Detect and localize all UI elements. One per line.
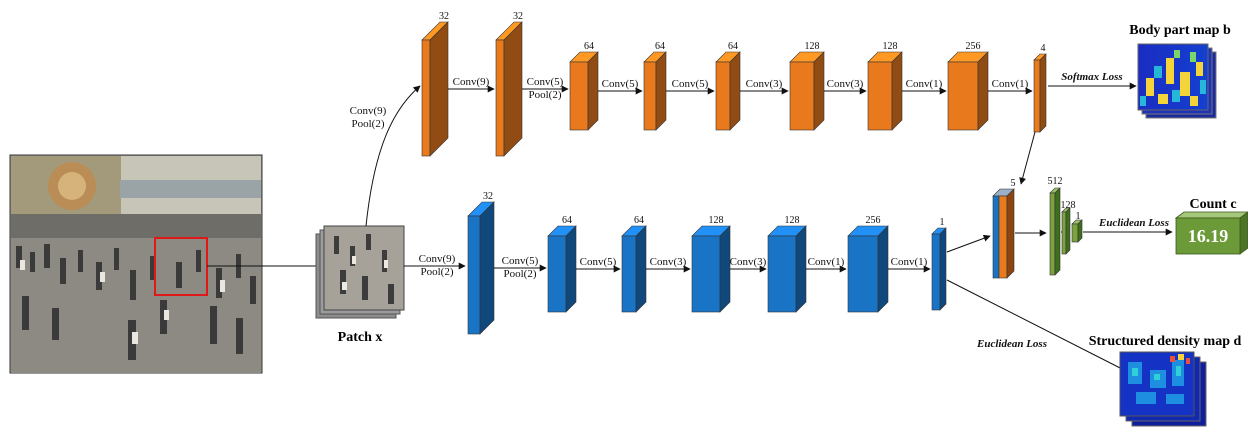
top-op-label-1-1: Conv(9) (453, 76, 490, 88)
top-layer-6 (789, 51, 825, 131)
count-value: 16.19 (1188, 226, 1229, 246)
bottom-op-label-5-1: Conv(1) (808, 256, 845, 268)
top-channel-label-6: 128 (805, 41, 820, 52)
top-layer-3 (569, 51, 599, 131)
bottom-entry-op-label-2: Pool(2) (421, 266, 454, 278)
top-op-label-7-1: Conv(1) (906, 78, 943, 90)
top-layer-9 (1033, 53, 1047, 133)
crowd-scene-image (9, 154, 263, 374)
bottom-channel-label-1: 32 (483, 191, 493, 202)
top-branch: 32Conv(9)32Conv(5)Pool(2)64Conv(5)64Conv… (421, 11, 1047, 157)
top-op-label-6-1: Conv(3) (827, 78, 864, 90)
fc-layer-128 (1061, 207, 1071, 255)
bottom-channel-label-3: 64 (634, 215, 644, 226)
bottom-op-label-4-1: Conv(3) (730, 256, 767, 268)
bottom-channel-label-2: 64 (562, 215, 572, 226)
top-layer-7 (867, 51, 903, 131)
top-channel-label-1: 32 (439, 11, 449, 22)
top-op-label-2-2: Pool(2) (529, 89, 562, 101)
top-channel-label-2: 32 (513, 11, 523, 22)
count-loss-label: Euclidean Loss (1098, 217, 1169, 229)
bottom-layer-7 (931, 227, 947, 311)
arrow-patch-to-top (365, 85, 421, 227)
density-map-image (1119, 351, 1207, 427)
bottom-layer-6 (847, 225, 889, 313)
top-channel-label-3: 64 (584, 41, 594, 52)
patch-stack (315, 225, 405, 319)
fc-layer-1 (1071, 219, 1083, 243)
fc-1-label: 1 (1076, 211, 1081, 222)
bottom-layer-2 (547, 225, 577, 313)
count-box (1174, 211, 1248, 255)
body-part-map-title: Body part map b (1129, 23, 1231, 38)
bottom-entry-op-label-1: Conv(9) (419, 253, 456, 265)
top-layer-1 (421, 21, 449, 157)
top-layer-8 (947, 51, 989, 131)
arrow-to-density-map (946, 279, 1129, 373)
top-layer-2 (495, 21, 523, 157)
top-entry-op-label-1: Conv(9) (350, 105, 387, 117)
bottom-op-label-1-1: Conv(5) (502, 255, 539, 267)
top-layer-5 (715, 51, 741, 131)
count-title: Count c (1189, 197, 1236, 212)
fc-layer-512 (1049, 187, 1061, 276)
top-channel-label-9: 4 (1041, 43, 1046, 54)
bottom-channel-label-5: 128 (785, 215, 800, 226)
top-op-label-5-1: Conv(3) (746, 78, 783, 90)
bottom-op-label-2-1: Conv(5) (580, 256, 617, 268)
patch-label: Patch x (338, 330, 383, 345)
top-layer-4 (643, 51, 667, 131)
body-part-map-image (1137, 43, 1217, 119)
bottom-layer-5 (767, 225, 807, 313)
fusion-concat-block (992, 188, 1015, 279)
density-loss-label: Euclidean Loss (976, 338, 1047, 350)
top-op-label-8-1: Conv(1) (992, 78, 1029, 90)
fc-128-label: 128 (1061, 200, 1076, 211)
top-op-label-2-1: Conv(5) (527, 76, 564, 88)
top-channel-label-4: 64 (655, 41, 665, 52)
top-channel-label-7: 128 (883, 41, 898, 52)
top-op-label-4-1: Conv(5) (672, 78, 709, 90)
top-entry-op-label-2: Pool(2) (352, 118, 385, 130)
concat-channel-label: 5 (1011, 178, 1016, 189)
bottom-layer-3 (621, 225, 647, 313)
bottom-op-label-3-1: Conv(3) (650, 256, 687, 268)
softmax-loss-label: Softmax Loss (1061, 71, 1122, 83)
bottom-channel-label-7: 1 (940, 217, 945, 228)
density-map-title: Structured density map d (1089, 334, 1242, 349)
top-channel-label-8: 256 (966, 41, 981, 52)
top-op-label-3-1: Conv(5) (602, 78, 639, 90)
bottom-channel-label-4: 128 (709, 215, 724, 226)
fc-512-label: 512 (1048, 176, 1063, 187)
top-channel-label-5: 64 (728, 41, 738, 52)
bottom-layer-1 (467, 201, 495, 335)
arrow-top-to-fusion (1019, 131, 1036, 185)
arrow-bottom-to-fusion (946, 234, 991, 253)
bottom-op-label-6-1: Conv(1) (891, 256, 928, 268)
bottom-branch: 32Conv(5)Pool(2)64Conv(5)64Conv(3)128Con… (467, 191, 947, 335)
bottom-channel-label-6: 256 (866, 215, 881, 226)
bottom-layer-4 (691, 225, 731, 313)
bottom-op-label-1-2: Pool(2) (504, 268, 537, 280)
